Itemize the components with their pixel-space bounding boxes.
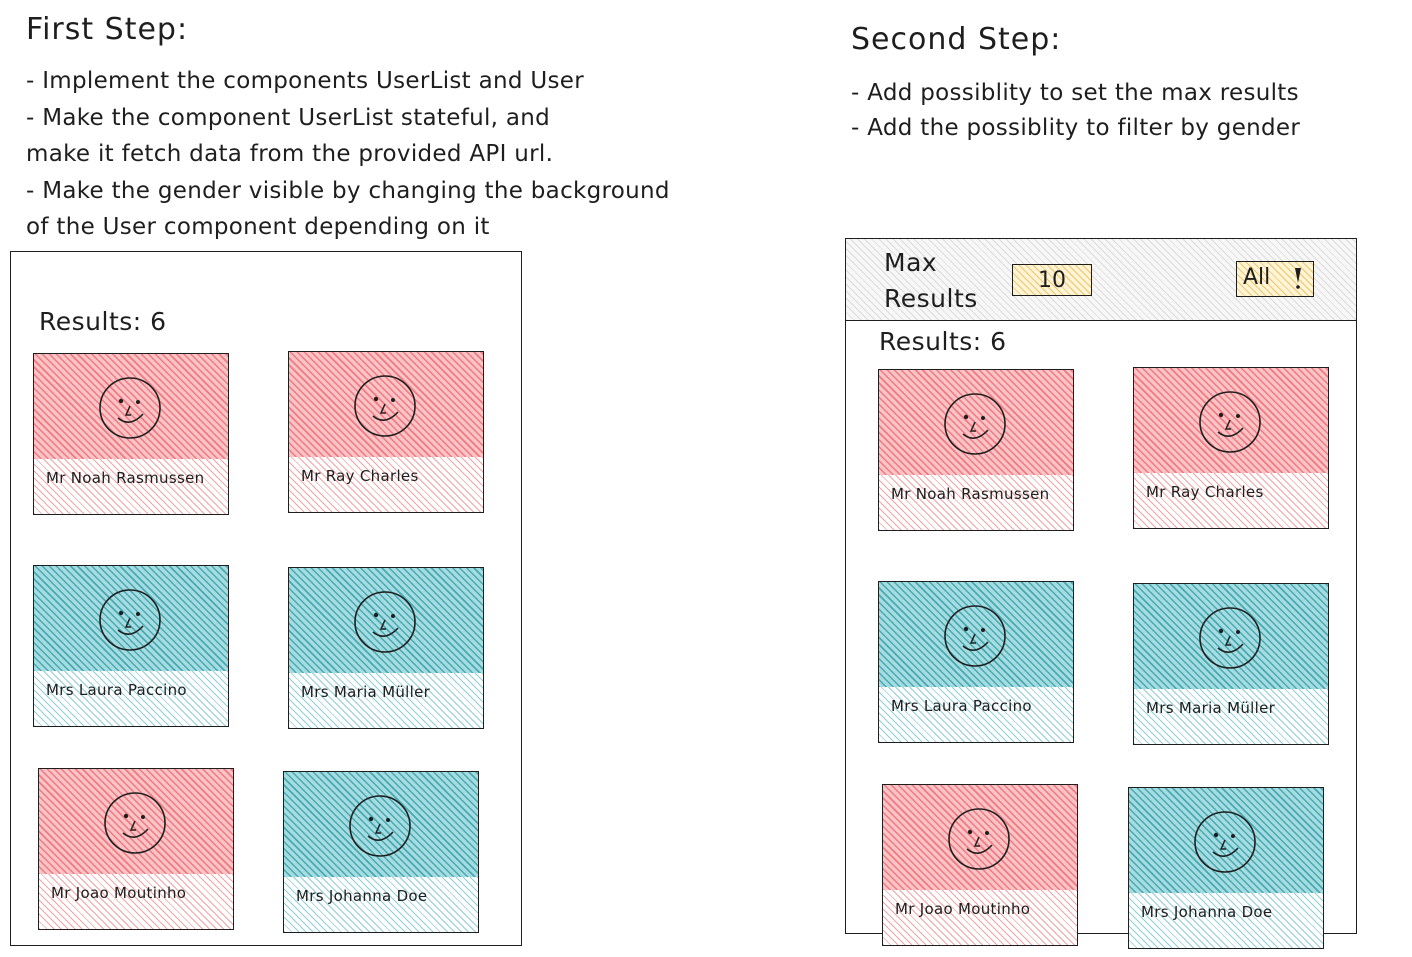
user-photo: [1133, 367, 1329, 475]
user-photo: [882, 784, 1078, 892]
user-name: Mr Noah Rasmussen: [46, 469, 205, 487]
smiley-face-icon: [99, 377, 161, 439]
user-name: Mrs Laura Paccino: [891, 697, 1032, 715]
user-card[interactable]: Mrs Johanna Doe: [283, 771, 479, 933]
user-card[interactable]: Mrs Maria Müller: [1133, 583, 1329, 745]
user-photo: [283, 771, 479, 879]
user-photo: [1133, 583, 1329, 691]
user-name: Mr Ray Charles: [301, 467, 419, 485]
smiley-face-icon: [1199, 391, 1261, 453]
user-name-box: Mrs Laura Paccino: [33, 671, 229, 727]
max-results-input[interactable]: [1012, 264, 1092, 296]
step1-requirement: of the User component depending on it: [26, 214, 490, 240]
user-card[interactable]: Mr Joao Moutinho: [38, 768, 234, 930]
user-name-box: Mr Joao Moutinho: [38, 874, 234, 930]
user-photo: [288, 567, 484, 675]
user-card[interactable]: Mrs Johanna Doe: [1128, 787, 1324, 949]
smiley-face-icon: [99, 589, 161, 651]
user-card[interactable]: Mr Noah Rasmussen: [878, 369, 1074, 531]
user-list-mockup-step1: Results: 6 Mr Noah Rasmussen Mr Ray Char…: [10, 251, 522, 946]
user-name-box: Mr Joao Moutinho: [882, 890, 1078, 946]
user-name: Mrs Laura Paccino: [46, 681, 187, 699]
smiley-face-icon: [349, 795, 411, 857]
step1-requirement: - Make the gender visible by changing th…: [26, 177, 670, 204]
user-photo: [33, 353, 229, 461]
results-count: Results: 6: [39, 307, 167, 336]
user-card[interactable]: Mr Noah Rasmussen: [33, 353, 229, 515]
user-name-box: Mrs Maria Müller: [288, 673, 484, 729]
smiley-face-icon: [944, 605, 1006, 667]
user-name-box: Mr Noah Rasmussen: [878, 475, 1074, 531]
user-name: Mr Noah Rasmussen: [891, 485, 1050, 503]
user-photo: [38, 768, 234, 876]
user-name-box: Mrs Johanna Doe: [1128, 893, 1324, 949]
user-name-box: Mr Noah Rasmussen: [33, 459, 229, 515]
user-name: Mrs Maria Müller: [301, 683, 431, 701]
smiley-face-icon: [354, 375, 416, 437]
user-photo: [878, 581, 1074, 689]
user-list-mockup-step2: Max Results All Results: 6 Mr Noah Rasmu…: [845, 238, 1357, 949]
user-card[interactable]: Mr Ray Charles: [1133, 367, 1329, 529]
step2-requirement: - Add possiblity to set the max results: [851, 80, 1299, 106]
user-name-box: Mr Ray Charles: [1133, 473, 1329, 529]
user-name: Mr Joao Moutinho: [51, 884, 187, 902]
user-name-box: Mrs Maria Müller: [1133, 689, 1329, 745]
smiley-face-icon: [948, 808, 1010, 870]
user-card[interactable]: Mrs Laura Paccino: [878, 581, 1074, 743]
step1-requirement: - Make the component UserList stateful, …: [26, 104, 551, 131]
user-name-box: Mrs Laura Paccino: [878, 687, 1074, 743]
step1-requirements: - Implement the components UserList and …: [26, 63, 670, 246]
user-name-box: Mrs Johanna Doe: [283, 877, 479, 933]
step2-requirements: - Add possiblity to set the max results …: [851, 76, 1300, 146]
smiley-face-icon: [1194, 811, 1256, 873]
user-name: Mr Joao Moutinho: [895, 900, 1031, 918]
user-card[interactable]: Mr Joao Moutinho: [882, 784, 1078, 946]
user-card[interactable]: Mrs Laura Paccino: [33, 565, 229, 727]
user-card[interactable]: Mr Ray Charles: [288, 351, 484, 513]
user-photo: [288, 351, 484, 459]
smiley-face-icon: [1199, 607, 1261, 669]
user-photo: [878, 369, 1074, 477]
user-card[interactable]: Mrs Maria Müller: [288, 567, 484, 729]
step2-requirement: - Add the possiblity to filter by gender: [851, 115, 1301, 141]
results-count: Results: 6: [879, 327, 1007, 356]
user-name-box: Mr Ray Charles: [288, 457, 484, 513]
gender-filter-value: All: [1243, 265, 1271, 290]
smiley-face-icon: [354, 591, 416, 653]
step1-requirement: make it fetch data from the provided API…: [26, 141, 554, 167]
user-name: Mrs Johanna Doe: [296, 887, 428, 905]
user-name: Mrs Maria Müller: [1146, 699, 1276, 717]
user-photo: [1128, 787, 1324, 895]
filter-controls-bar: Max Results All: [846, 239, 1356, 321]
smiley-face-icon: [944, 393, 1006, 455]
user-photo: [33, 565, 229, 673]
user-name: Mr Ray Charles: [1146, 483, 1264, 501]
smiley-face-icon: [104, 792, 166, 854]
step1-requirement: - Implement the components UserList and …: [26, 68, 585, 94]
step1-title: First Step:: [26, 12, 189, 47]
step2-title: Second Step:: [851, 22, 1062, 57]
dropdown-indicator-icon: [1295, 268, 1301, 289]
gender-filter-select[interactable]: All: [1236, 261, 1314, 297]
user-name: Mrs Johanna Doe: [1141, 903, 1273, 921]
max-results-label: Max Results: [884, 248, 978, 313]
